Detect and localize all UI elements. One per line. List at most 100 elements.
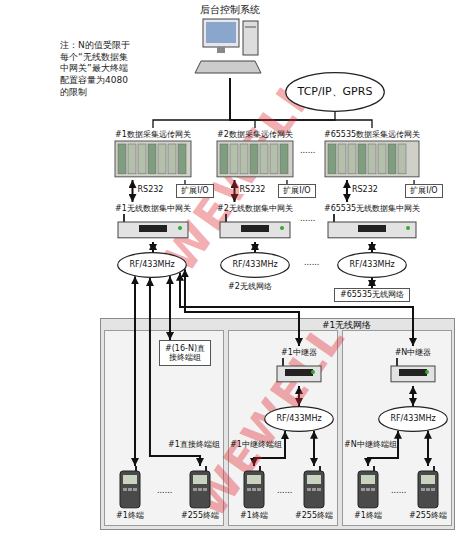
rack-module (348, 144, 356, 174)
wdev-icon (214, 214, 296, 242)
term-icon (234, 466, 274, 510)
node-text: 扩展I/O (410, 186, 437, 195)
connector (371, 242, 373, 252)
terminal-device: #1终端 (110, 466, 150, 520)
monitor-stand (217, 47, 225, 53)
wireless-gateway: #65535无线数据集中网关 (322, 202, 422, 242)
status-led (425, 370, 429, 374)
rack-module (358, 144, 366, 174)
terminal-key (257, 488, 261, 491)
terminal-body (190, 471, 210, 508)
rack-module (328, 144, 336, 174)
terminal-key (307, 488, 311, 491)
terminal-key (123, 488, 127, 491)
cloud-outline (221, 253, 290, 278)
terminal-key (426, 488, 430, 491)
repeater-device: #1中继器 (271, 346, 327, 386)
rack-module (388, 144, 396, 174)
terminal-key (128, 488, 132, 491)
connector (132, 180, 134, 202)
label-slot: ...... (157, 486, 172, 495)
connector (346, 180, 348, 202)
label-slot: ...... (300, 146, 315, 155)
rack-module (220, 144, 228, 174)
rep-icon (385, 358, 441, 386)
connector (313, 431, 315, 466)
group-title: #N中继终端组 (344, 440, 397, 449)
rack-module (280, 144, 288, 174)
node-text: #255终端 (409, 511, 447, 520)
device-display (139, 225, 167, 232)
label-slot: ...... (277, 486, 292, 495)
note-text: 注：N的值受限于每个“无线数据集中网关”最大终端配置容量为4080的限制 (60, 40, 134, 98)
connector (427, 431, 429, 466)
device-body (391, 366, 435, 382)
label-box: #(16-N)直接终端组 (159, 340, 211, 366)
label-slot: #2无线网络 (228, 282, 272, 291)
terminal-key (252, 488, 256, 491)
node-text: #1终端 (240, 511, 268, 520)
node-text: #1数据采集远传网关 (115, 130, 191, 139)
terminal-body (120, 471, 140, 508)
gateway-device: #2数据采集远传网关 (214, 128, 296, 180)
terminal-key (317, 488, 321, 491)
connector (152, 242, 154, 252)
terminal-device: #1终端 (234, 466, 274, 520)
connector (254, 242, 256, 252)
rack-module (230, 144, 238, 174)
node-text: 扩展I/O (181, 186, 208, 195)
ellipsis: ...... (157, 486, 172, 495)
node-text: #1中继器 (281, 348, 317, 357)
cloud-outline (118, 253, 187, 278)
wdev-icon (322, 214, 422, 242)
node-text: #255终端 (295, 511, 333, 520)
node-text: #1无线数据集中网关 (115, 204, 191, 213)
edge-label-slot: RS232 (351, 185, 379, 194)
gateway-device: #65535数据采集远传网关 (322, 128, 422, 180)
wireless-gateway: #1无线数据集中网关 (112, 202, 194, 242)
ellipsis: ...... (300, 214, 315, 223)
rack-module (338, 144, 346, 174)
wireless-gateway: #2无线数据集中网关 (214, 202, 296, 242)
network-region: #N中继终端组#N中继器RF/433MHz#1终端#255终端 (342, 330, 452, 526)
edge-label: RS232 (351, 185, 379, 194)
network-cloud: RF/433MHz (337, 252, 407, 278)
connector (180, 273, 413, 346)
terminal-screen (247, 475, 261, 484)
terminal-screen (421, 475, 435, 484)
gateway-device: #1数据采集远传网关 (112, 128, 194, 180)
region-ground (343, 331, 452, 526)
terminal-screen (123, 475, 137, 484)
term-icon (110, 466, 150, 510)
connector (169, 276, 171, 340)
terminal-key (366, 488, 370, 491)
rack-module (138, 144, 146, 174)
terminal-key (431, 488, 435, 491)
terminal-key (203, 488, 207, 491)
network-cloud: RF/433MHz (220, 252, 290, 278)
device-body (220, 222, 290, 238)
terminal-screen (193, 475, 207, 484)
node-text: #65535数据采集远传网关 (324, 130, 420, 139)
term-icon (348, 466, 388, 510)
dev-icon (322, 140, 422, 180)
rack-module (128, 144, 136, 174)
connector (153, 78, 230, 128)
edge-label-slot: RS232 (137, 185, 165, 194)
network-region: #1无线网络#1直接终端组#1终端#255终端#1中继终端组#1中继器RF/43… (100, 318, 455, 530)
label-box: 扩展I/O (176, 184, 214, 198)
node-text: #1终端 (116, 511, 144, 520)
rack-module (158, 144, 166, 174)
node-text: #255终端 (181, 511, 219, 520)
terminal-body (304, 471, 324, 508)
terminal-key (133, 488, 137, 491)
rack-module (378, 144, 386, 174)
pc-icon (195, 17, 265, 79)
connector (134, 276, 136, 466)
terminal-key (361, 488, 365, 491)
label-box: 扩展I/O (278, 184, 316, 198)
terminal-key (193, 488, 197, 491)
rack-module (240, 144, 248, 174)
rack-module (168, 144, 176, 174)
